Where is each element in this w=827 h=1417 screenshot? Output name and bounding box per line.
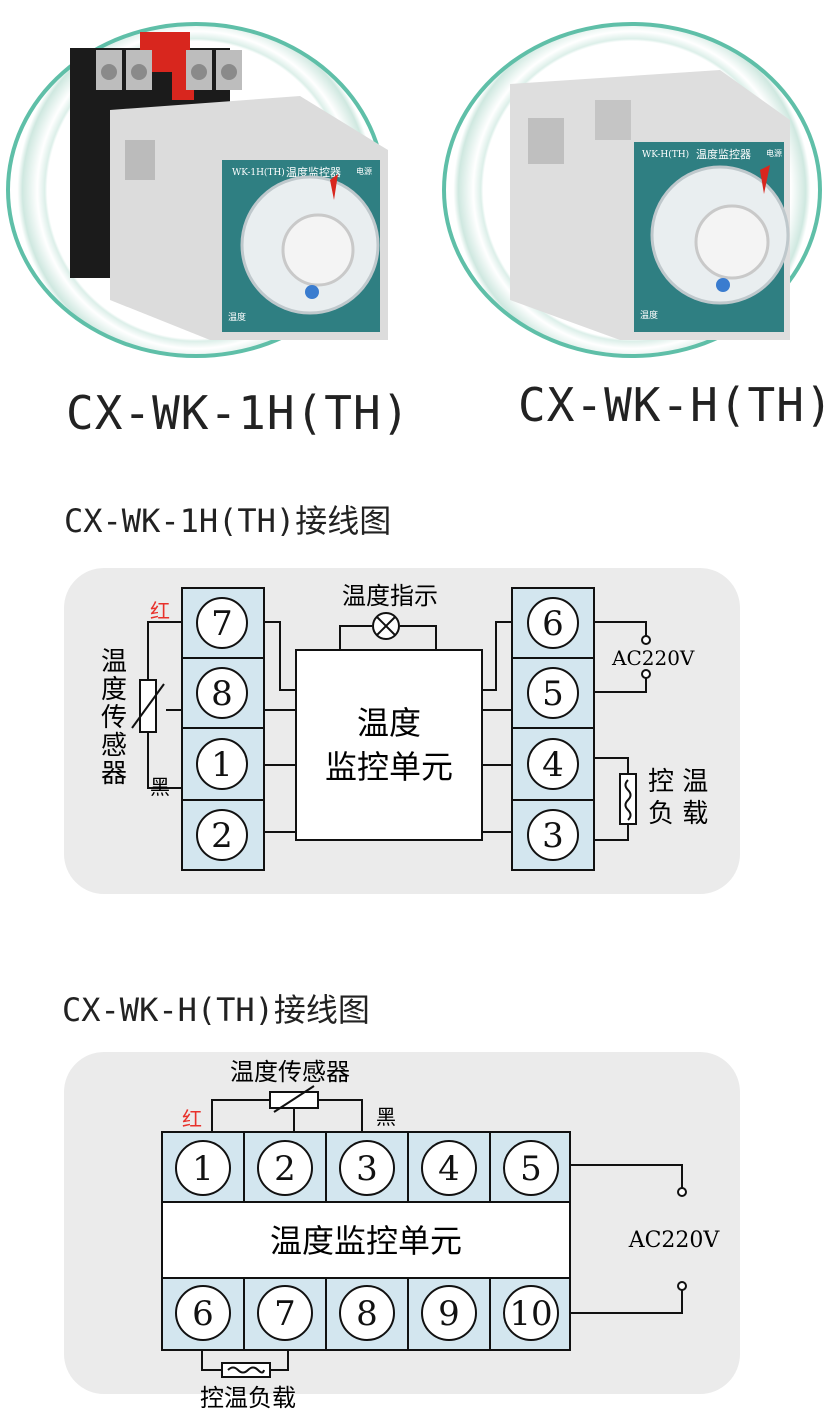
right-terminal-number: 5 (542, 674, 564, 714)
power-label: AC220V (611, 646, 695, 670)
indicator-label: 温度指示 (342, 582, 438, 610)
sensor-label-char: 温 (101, 647, 127, 677)
sensor-label-char: 传 (101, 703, 127, 733)
face-temp: 温度 (640, 309, 658, 321)
diagram-1: 7 8 1 2 6 5 4 3 温度 监控单元 温度指示 红 黑 温 度 传 感… (101, 582, 708, 871)
face-title: 温度监控器 (286, 165, 341, 179)
power-label: AC220V (628, 1228, 721, 1253)
right-terminal-number: 4 (542, 745, 564, 785)
brand-logo-icon (305, 285, 319, 299)
power-terminal-icon (677, 1187, 687, 1197)
face-model: WK-1H(TH) (232, 167, 285, 178)
heater-load-icon (221, 1362, 271, 1378)
dial-pointer (760, 165, 770, 194)
load-label-line1: 控 温 (648, 767, 708, 797)
diagram-1-title: CX-WK-1H(TH)接线图 (64, 502, 392, 540)
black-wire-label: 黑 (376, 1105, 396, 1129)
face-power: 电源 (766, 148, 782, 158)
diagram-2: 1 2 3 4 5 6 7 8 9 10 温度监控单元 温度传感器 红 黑 AC… (161, 1058, 721, 1412)
unit-label-line2: 监控单元 (325, 748, 453, 786)
top-terminal-number: 3 (356, 1149, 378, 1189)
load-label-line2: 负 载 (648, 799, 708, 829)
bottom-terminal-number: 10 (509, 1294, 552, 1334)
top-terminal-number: 1 (192, 1149, 214, 1189)
left-terminal-number: 8 (211, 674, 233, 714)
bottom-terminal-number: 9 (438, 1294, 460, 1334)
unit-label-line1: 温度 (357, 704, 421, 742)
power-terminal-icon (641, 635, 651, 645)
top-terminal-number: 2 (274, 1149, 296, 1189)
black-wire-label: 黑 (150, 775, 170, 799)
bottom-terminal-number: 7 (274, 1294, 296, 1334)
load-label: 控温负载 (200, 1384, 296, 1412)
bottom-terminal-number: 6 (192, 1294, 214, 1334)
indicator-lamp-icon (372, 612, 400, 640)
control-unit-box (295, 649, 483, 841)
sensor-thermistor-icon (131, 679, 165, 733)
sensor-label: 温度传感器 (230, 1058, 350, 1086)
diagram-2-title: CX-WK-H(TH)接线图 (62, 991, 370, 1029)
red-wire-label: 红 (182, 1107, 202, 1131)
product-2-label: CX-WK-H(TH) (518, 378, 827, 432)
bottom-terminal-number: 8 (356, 1294, 378, 1334)
product-1-label: CX-WK-1H(TH) (66, 386, 411, 440)
heater-load-icon (619, 773, 637, 825)
left-terminal-number: 1 (211, 745, 233, 785)
sensor-label-char: 器 (101, 759, 127, 789)
right-terminal-number: 6 (542, 604, 564, 644)
sensor-thermistor-icon (269, 1085, 319, 1113)
sensor-label-char: 感 (101, 731, 127, 761)
left-terminal-number: 7 (211, 604, 233, 644)
dial-knob (694, 204, 770, 280)
dial-pointer (330, 174, 338, 200)
right-terminal-number: 3 (542, 816, 564, 856)
power-terminal-icon (641, 669, 651, 679)
unit-label: 温度监控单元 (270, 1222, 462, 1260)
dial-knob (281, 213, 355, 287)
product-1-illustration: WK-1H(TH) 温度监控器 电源 温度 (70, 32, 388, 340)
top-terminal-number: 5 (520, 1149, 542, 1189)
brand-logo-icon (716, 278, 730, 292)
face-title: 温度监控器 (696, 147, 751, 161)
red-wire-label: 红 (150, 599, 170, 623)
top-terminal-number: 4 (438, 1149, 460, 1189)
sensor-label-char: 度 (101, 675, 127, 705)
power-terminal-icon (677, 1281, 687, 1291)
product-2-illustration: WK-H(TH) 温度监控器 电源 温度 (510, 70, 790, 340)
left-terminal-number: 2 (211, 816, 233, 856)
control-unit-box (161, 1201, 571, 1279)
face-temp: 温度 (228, 311, 246, 323)
face-power: 电源 (356, 166, 372, 176)
screw-terminals (96, 50, 242, 90)
face-model: WK-H(TH) (642, 149, 689, 160)
